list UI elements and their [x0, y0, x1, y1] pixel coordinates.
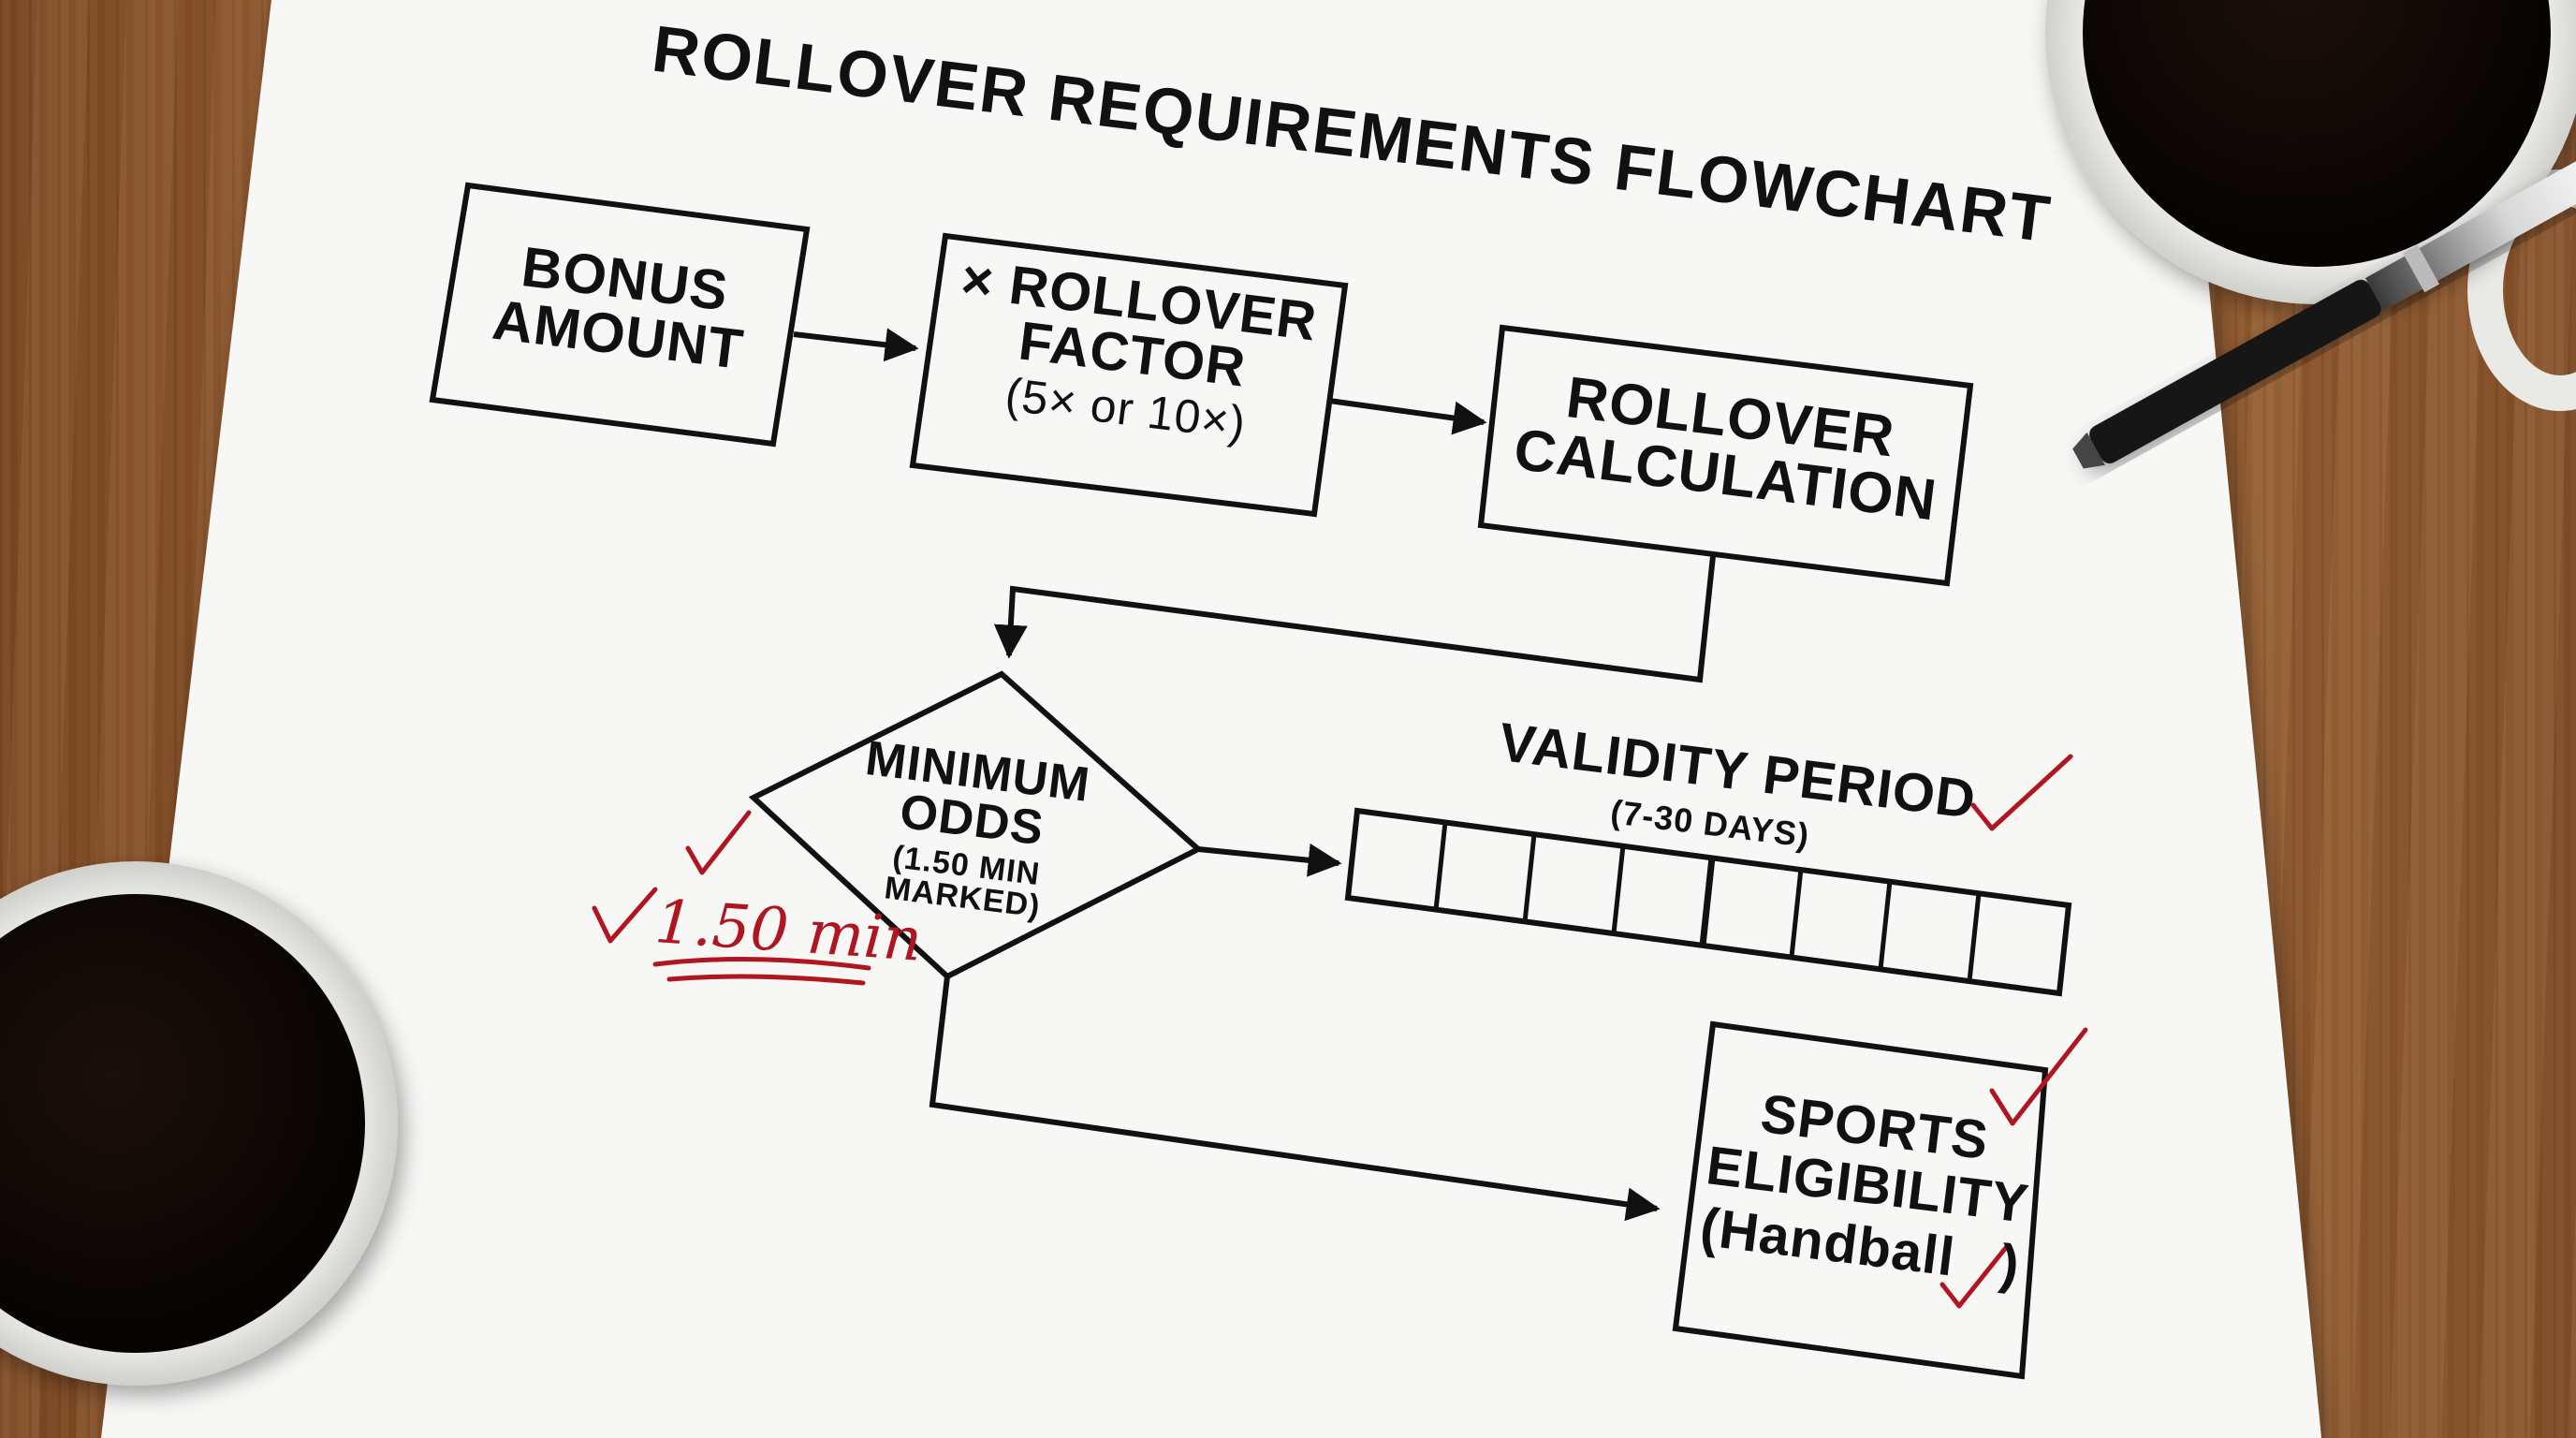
checkmark-icon — [592, 887, 658, 944]
checkmark-icon — [685, 810, 752, 875]
arrow-odds-to-validity — [1197, 843, 1342, 877]
minimum-odds-label: MINIMUM ODDS (1.50 MIN MARKED) — [862, 731, 1093, 925]
checkmark-icon — [1939, 1242, 2011, 1309]
rollover-factor-box — [909, 232, 1349, 518]
arrow-calculation-to-odds — [993, 555, 1716, 683]
validity-period-grid — [1344, 807, 2072, 997]
bonus-amount-box — [429, 182, 811, 448]
coffee-mug-bottom-left — [0, 861, 398, 1386]
underline-stroke — [652, 956, 871, 971]
checkmark-icon — [1989, 1027, 2088, 1126]
arrow-factor-to-calculation — [1328, 398, 1487, 435]
checkmark-icon — [1970, 754, 2073, 831]
arrow-odds-to-sports — [929, 976, 1661, 1222]
coffee-mug-top-right — [2045, 0, 2576, 411]
underline-stroke — [666, 974, 866, 986]
rollover-calculation-box — [1477, 324, 1974, 587]
sports-eligibility-box — [1672, 1020, 2049, 1380]
pen — [2072, 65, 2576, 469]
arrow-bonus-to-factor — [793, 328, 919, 362]
